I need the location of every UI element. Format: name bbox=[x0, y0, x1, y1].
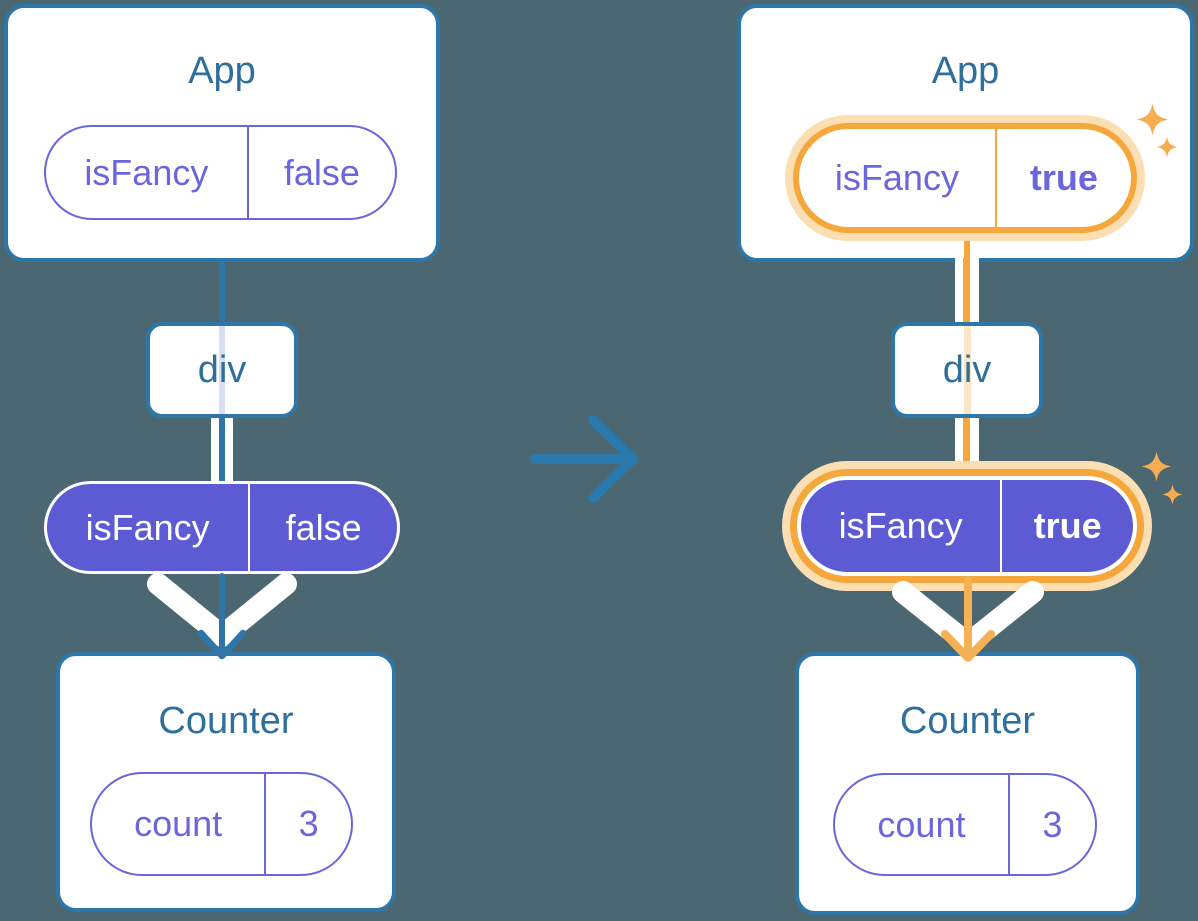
app-prop-pill-left: isFancy false bbox=[44, 125, 397, 220]
state-name: count bbox=[134, 803, 223, 844]
pill-divider bbox=[264, 774, 267, 874]
prop-value: false bbox=[283, 151, 360, 193]
div-node-right: div bbox=[891, 322, 1043, 418]
passed-prop-pill-left: isFancy false bbox=[44, 481, 400, 574]
state-value: 3 bbox=[298, 803, 319, 844]
prop-name: isFancy bbox=[84, 151, 209, 193]
sparkle-star-icon bbox=[1141, 451, 1172, 482]
down-chevron-icon-left bbox=[147, 573, 297, 660]
prop-value: true bbox=[1033, 505, 1102, 546]
tree-edge-app-div-left bbox=[219, 260, 225, 324]
app-title-right: App bbox=[931, 50, 1000, 92]
prop-pipe-app-div-right bbox=[955, 258, 979, 324]
prop-line-inside-app-right bbox=[964, 241, 970, 258]
counter-title-left: Counter bbox=[158, 700, 294, 742]
prop-passthrough-line-left bbox=[219, 326, 225, 414]
pipe-wall bbox=[211, 417, 219, 482]
pill-divider bbox=[1007, 775, 1010, 874]
state-pill-left: count 3 bbox=[90, 772, 353, 876]
prop-name: isFancy bbox=[85, 506, 210, 548]
pipe-wall bbox=[955, 258, 963, 324]
pipe-wall bbox=[955, 417, 963, 469]
pipe-wall bbox=[970, 258, 979, 324]
sparkle-star-icon bbox=[1136, 103, 1169, 136]
pipe-wall bbox=[225, 417, 233, 482]
pill-divider bbox=[248, 484, 251, 571]
div-node-left: div bbox=[146, 322, 298, 418]
pill-divider bbox=[1000, 480, 1003, 572]
prop-pipe-left bbox=[211, 417, 233, 482]
sparkle-star-icon bbox=[1156, 136, 1178, 158]
prop-name: isFancy bbox=[834, 157, 959, 198]
right-arrow-icon bbox=[530, 415, 638, 503]
app-title-left: App bbox=[188, 50, 256, 92]
counter-title-right: Counter bbox=[899, 700, 1036, 742]
prop-value: true bbox=[1029, 157, 1098, 198]
pipe-core bbox=[963, 258, 970, 324]
passed-prop-pill-right-highlighted: isFancy true bbox=[797, 476, 1137, 576]
prop-passthrough-line-right bbox=[963, 326, 971, 414]
state-value: 3 bbox=[1042, 803, 1063, 845]
pipe-wall bbox=[970, 417, 979, 469]
prop-value: false bbox=[285, 506, 362, 548]
down-chevron-icon-right bbox=[892, 576, 1044, 662]
app-prop-pill-right-highlighted: isFancy true bbox=[793, 123, 1137, 233]
prop-name: isFancy bbox=[838, 505, 963, 546]
pill-divider bbox=[994, 129, 997, 227]
pill-divider bbox=[246, 127, 249, 218]
prop-pipe-div-pill-right bbox=[955, 417, 979, 469]
state-pill-right: count 3 bbox=[833, 773, 1097, 876]
pipe-core bbox=[963, 417, 970, 469]
sparkle-star-icon bbox=[1162, 484, 1183, 505]
state-name: count bbox=[877, 803, 966, 845]
pipe-core bbox=[219, 417, 225, 482]
div-label: div bbox=[942, 348, 992, 391]
div-label: div bbox=[197, 348, 247, 391]
